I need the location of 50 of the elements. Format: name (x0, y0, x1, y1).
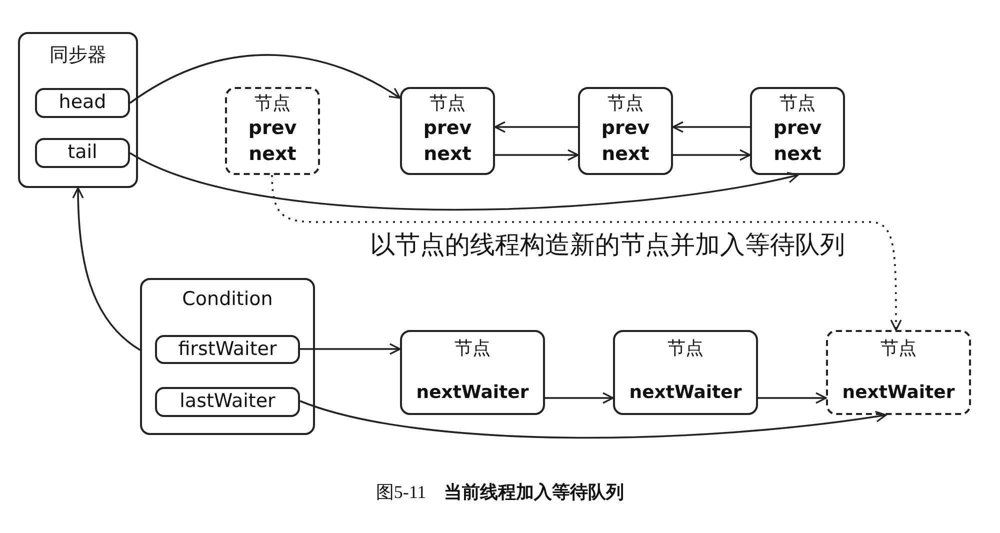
pointer-field: next (774, 143, 822, 165)
group-title: 同步器 (50, 44, 106, 66)
arrow (545, 392, 614, 404)
arrow (130, 54, 401, 104)
pointer-field: nextWaiter (416, 382, 529, 403)
node-title: 节点 (668, 338, 704, 359)
node-title: 节点 (254, 93, 290, 114)
node-box (750, 87, 845, 175)
field-name: firstWaiter (178, 338, 277, 360)
dashed-node-box (826, 330, 971, 415)
node-box (578, 87, 673, 175)
node-box (400, 330, 545, 415)
pointer-field: nextWaiter (842, 382, 955, 403)
group-box (18, 32, 138, 188)
pointer-field: prev (423, 117, 472, 139)
node-title: 节点 (880, 338, 916, 359)
arrow (758, 392, 827, 404)
arrow (130, 152, 799, 211)
field-box (155, 335, 300, 364)
figure-caption: 图5-11 当前线程加入等待队列 (376, 482, 624, 502)
dotted-arrow (271, 174, 902, 331)
pointer-field: next (602, 143, 650, 165)
pointer-field: next (424, 143, 472, 165)
field-name: head (58, 91, 106, 113)
node-title: 节点 (454, 338, 490, 359)
arrow (300, 400, 887, 439)
pointer-field: next (248, 143, 296, 165)
group-box (140, 278, 315, 435)
arrow (72, 187, 141, 351)
node-title: 节点 (608, 93, 644, 114)
field-box (35, 138, 130, 168)
arrow (673, 149, 751, 161)
dashed-node-box (225, 87, 320, 175)
pointer-field: prev (773, 117, 822, 139)
node-box (400, 87, 495, 175)
pointer-field: nextWaiter (629, 382, 742, 403)
arrow (672, 121, 750, 133)
field-name: tail (68, 141, 98, 163)
field-box (35, 88, 130, 118)
pointer-field: prev (601, 117, 650, 139)
node-box (613, 330, 758, 415)
group-title: Condition (182, 288, 273, 310)
node-title: 节点 (780, 93, 816, 114)
arrow (494, 121, 578, 133)
field-box (155, 387, 300, 417)
arrow (300, 343, 401, 355)
arrow (495, 149, 579, 161)
field-name: lastWaiter (180, 390, 276, 412)
pointer-field: prev (248, 117, 297, 139)
node-title: 节点 (430, 93, 466, 114)
